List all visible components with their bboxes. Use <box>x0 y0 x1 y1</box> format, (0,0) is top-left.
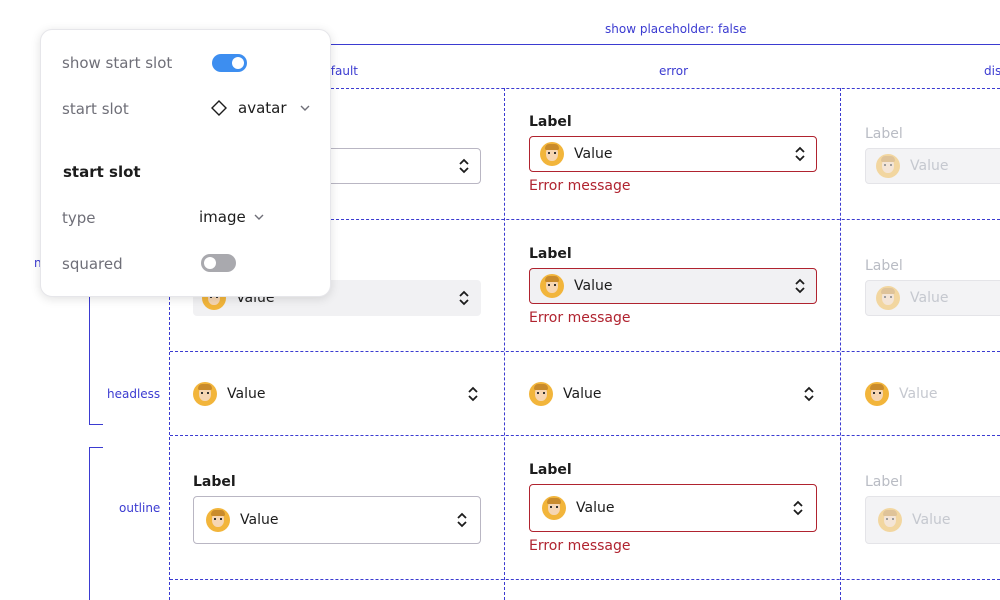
diamond-icon <box>211 100 227 116</box>
start-slot-dropdown[interactable]: avatar <box>211 99 311 117</box>
row-bracket <box>89 447 90 600</box>
avatar-icon <box>540 142 564 166</box>
row-bracket-end <box>89 424 103 425</box>
grid-line <box>331 88 1000 89</box>
select-value: Value <box>910 290 949 306</box>
show-start-slot-label: show start slot <box>62 54 173 72</box>
chevron-down-icon <box>300 105 310 111</box>
row-label-partial: n <box>34 256 42 270</box>
select-value: Value <box>574 278 613 294</box>
header-rule <box>331 44 1000 45</box>
grid-line <box>170 579 1000 580</box>
grid-line <box>169 297 170 600</box>
row-label-outline: outline <box>119 501 161 515</box>
avatar-icon <box>876 154 900 178</box>
select-arrows-icon <box>459 158 469 174</box>
avatar-icon <box>865 382 889 406</box>
column-header-error: error <box>659 64 689 78</box>
start-slot-label: start slot <box>62 100 129 118</box>
type-value: image <box>199 208 246 226</box>
error-message: Error message <box>529 310 631 326</box>
select-headless-disabled: Value <box>865 376 1000 412</box>
select-outline-default[interactable]: Value <box>193 496 481 544</box>
select-row1-error[interactable]: Value <box>529 136 817 172</box>
field-label: Label <box>529 462 572 478</box>
error-message: Error message <box>529 538 631 554</box>
grid-line <box>331 219 1000 220</box>
settings-panel: show start slot start slot avatar start … <box>40 29 331 297</box>
select-value: Value <box>912 512 951 528</box>
avatar-icon <box>542 496 566 520</box>
avatar-icon <box>876 286 900 310</box>
grid-line <box>504 88 505 600</box>
field-label: Label <box>865 126 903 142</box>
avatar-icon <box>193 382 217 406</box>
field-label: Label <box>193 474 236 490</box>
avatar-icon <box>529 382 553 406</box>
type-label: type <box>62 209 96 227</box>
avatar-icon <box>540 274 564 298</box>
type-dropdown[interactable]: image <box>199 208 265 226</box>
select-arrows-icon <box>804 386 814 402</box>
column-header-disabled: disabled <box>984 64 1000 78</box>
select-headless-default[interactable]: Value <box>193 376 481 412</box>
show-start-slot-toggle[interactable] <box>212 54 247 72</box>
select-value: Value <box>910 158 949 174</box>
field-label: Label <box>865 258 903 274</box>
select-row2-disabled: Value <box>865 280 1000 316</box>
select-arrows-icon <box>468 386 478 402</box>
select-value: Value <box>576 500 615 516</box>
grid-line <box>170 435 1000 436</box>
row-bracket-start <box>89 447 103 448</box>
select-value: Value <box>240 512 279 528</box>
field-label: Label <box>529 114 572 130</box>
row-bracket <box>89 297 90 425</box>
select-value: Value <box>227 386 266 402</box>
select-value: Value <box>563 386 602 402</box>
chevron-down-icon <box>254 214 264 220</box>
start-slot-value: avatar <box>238 99 287 117</box>
select-arrows-icon <box>457 512 467 528</box>
squared-toggle[interactable] <box>201 254 236 272</box>
start-slot-section-title: start slot <box>63 163 141 181</box>
select-outline-disabled: Value <box>865 496 1000 544</box>
avatar-icon <box>878 508 902 532</box>
squared-label: squared <box>62 255 123 273</box>
header-title: show placeholder: false <box>605 22 747 36</box>
select-row2-error[interactable]: Value <box>529 268 817 304</box>
avatar-icon <box>206 508 230 532</box>
field-label: Label <box>865 474 903 490</box>
select-value: Value <box>899 386 938 402</box>
select-outline-error[interactable]: Value <box>529 484 817 532</box>
select-arrows-icon <box>795 278 805 294</box>
row-label-headless: headless <box>107 387 161 401</box>
select-headless-error[interactable]: Value <box>529 376 817 412</box>
select-arrows-icon <box>793 500 803 516</box>
select-value: Value <box>574 146 613 162</box>
error-message: Error message <box>529 178 631 194</box>
grid-line <box>170 351 1000 352</box>
select-arrows-icon <box>795 146 805 162</box>
grid-line <box>840 88 841 600</box>
select-row1-disabled: Value <box>865 148 1000 184</box>
select-arrows-icon <box>459 290 469 306</box>
field-label: Label <box>529 246 572 262</box>
